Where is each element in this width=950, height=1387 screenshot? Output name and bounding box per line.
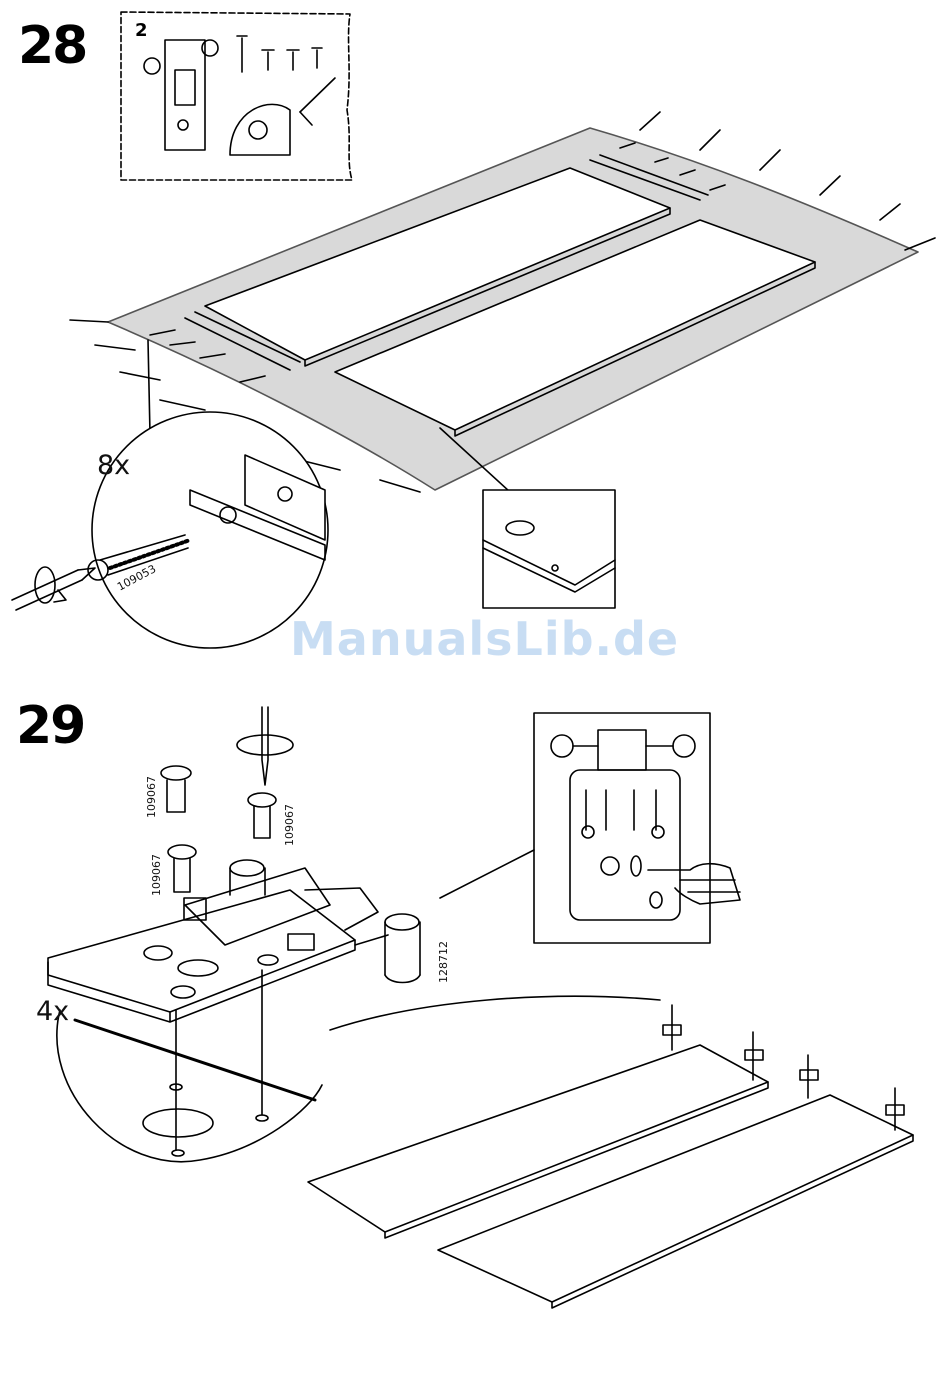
part-number-109067-a: 109067: [145, 776, 158, 818]
part-number-109067-b: 109067: [150, 854, 163, 896]
watermark: ManualsLib.de: [290, 612, 679, 666]
parts-bag-icon: [121, 12, 352, 180]
step-number-29: 29: [16, 696, 84, 756]
quantity-29: 4x: [36, 996, 69, 1027]
quantity-28: 8x: [97, 450, 130, 481]
part-number-128712: 128712: [437, 941, 450, 983]
part-number-109067-c: 109067: [283, 804, 296, 846]
screwdriver-icon: [12, 567, 95, 610]
bracket-detail-box: [440, 713, 740, 943]
pack-count: 2: [135, 20, 148, 41]
step-number-28: 28: [18, 16, 86, 76]
edge-detail-box: [483, 490, 615, 608]
panels-lower: [308, 1005, 913, 1308]
